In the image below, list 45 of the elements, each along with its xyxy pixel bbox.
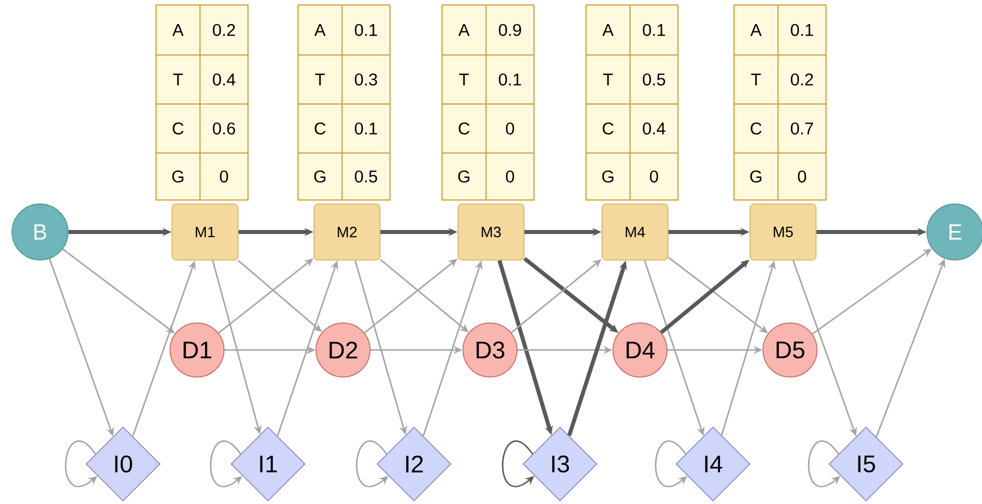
- table-cell: 0.2: [200, 4, 248, 56]
- table-cell: 0.3: [342, 54, 390, 104]
- table-cell: C: [156, 104, 200, 154]
- table-cell: T: [442, 54, 486, 104]
- table-cell: G: [442, 152, 486, 200]
- table-cell: 0.2: [778, 54, 826, 104]
- table-cell: 0.1: [342, 104, 390, 154]
- match-state-box: M1: [172, 204, 238, 260]
- table-cell: C: [734, 104, 778, 154]
- table-cell: T: [298, 54, 342, 104]
- table-cell: A: [156, 4, 200, 56]
- table-cell: 0: [200, 152, 248, 200]
- table-cell: 0: [486, 152, 534, 200]
- table-cell: G: [734, 152, 778, 200]
- table-cell: A: [442, 4, 486, 56]
- table-cell: A: [298, 4, 342, 56]
- table-cell: T: [734, 54, 778, 104]
- table-cell: G: [156, 152, 200, 200]
- table-cell: G: [298, 152, 342, 200]
- table-cell: G: [586, 152, 630, 200]
- table-cell: T: [586, 54, 630, 104]
- table-cell: 0.1: [486, 54, 534, 104]
- table-cell: C: [442, 104, 486, 154]
- table-cell: C: [298, 104, 342, 154]
- table-cell: 0.4: [630, 104, 678, 154]
- table-cell: 0: [630, 152, 678, 200]
- table-cell: C: [586, 104, 630, 154]
- table-cell: 0.1: [778, 4, 826, 56]
- table-cell: 0: [486, 104, 534, 154]
- table-cell: 0.9: [486, 4, 534, 56]
- table-cell: A: [586, 4, 630, 56]
- table-cell: 0.5: [630, 54, 678, 104]
- table-cell: 0.1: [630, 4, 678, 56]
- table-cell: 0.1: [342, 4, 390, 56]
- table-cell: 0.5: [342, 152, 390, 200]
- table-cell: 0.6: [200, 104, 248, 154]
- match-state-box: M4: [602, 204, 668, 260]
- table-cell: A: [734, 4, 778, 56]
- table-cell: 0: [778, 152, 826, 200]
- match-state-box: M2: [314, 204, 380, 260]
- match-state-box: M3: [458, 204, 524, 260]
- match-state-box: M5: [750, 204, 816, 260]
- table-cell: T: [156, 54, 200, 104]
- table-cell: 0.7: [778, 104, 826, 154]
- table-cell: 0.4: [200, 54, 248, 104]
